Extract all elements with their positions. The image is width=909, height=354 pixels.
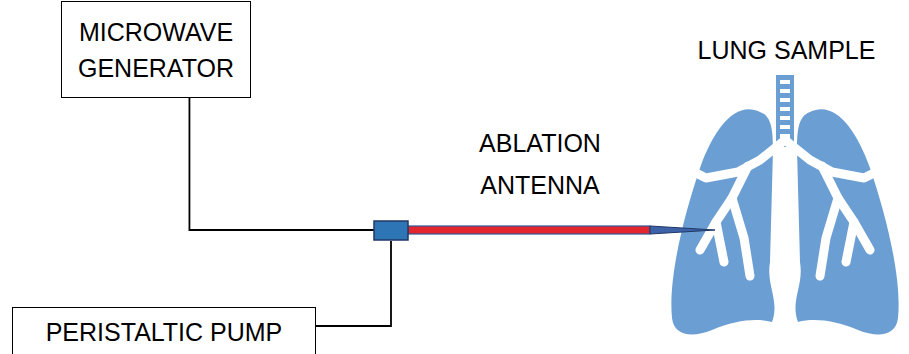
trachea-ring [780, 80, 790, 84]
lung-illustration [668, 30, 905, 340]
bronchus [732, 198, 750, 276]
bronchus [846, 222, 854, 262]
trachea-ring [780, 107, 790, 111]
trachea-ring [780, 89, 790, 93]
bronchus [716, 222, 724, 262]
bronchus [820, 198, 838, 276]
box-label: PERISTALTIC PUMP [46, 314, 283, 350]
part-label: ABLATION ANTENNA [460, 122, 620, 206]
connection-wire [189, 98, 374, 230]
ablation-antenna: ABLATION ANTENNA [374, 122, 716, 241]
lung-lobe [671, 109, 774, 334]
process-box: PERISTALTIC PUMP [12, 307, 316, 354]
antenna-shaft [408, 226, 650, 234]
connection-wire [316, 241, 391, 326]
process-box: MICROWAVE GENERATOR [61, 1, 251, 98]
part-label: LUNG SAMPLE [668, 35, 905, 65]
trachea-ring [780, 116, 790, 120]
antenna-connector [374, 221, 408, 240]
bronchus [785, 140, 880, 178]
trachea-ring [780, 125, 790, 129]
lung-sample: LUNG SAMPLE [668, 30, 905, 340]
bronchus [690, 140, 785, 178]
trachea-ring [780, 98, 790, 102]
box-label: MICROWAVE GENERATOR [70, 14, 242, 86]
lung-lobe [795, 109, 898, 334]
